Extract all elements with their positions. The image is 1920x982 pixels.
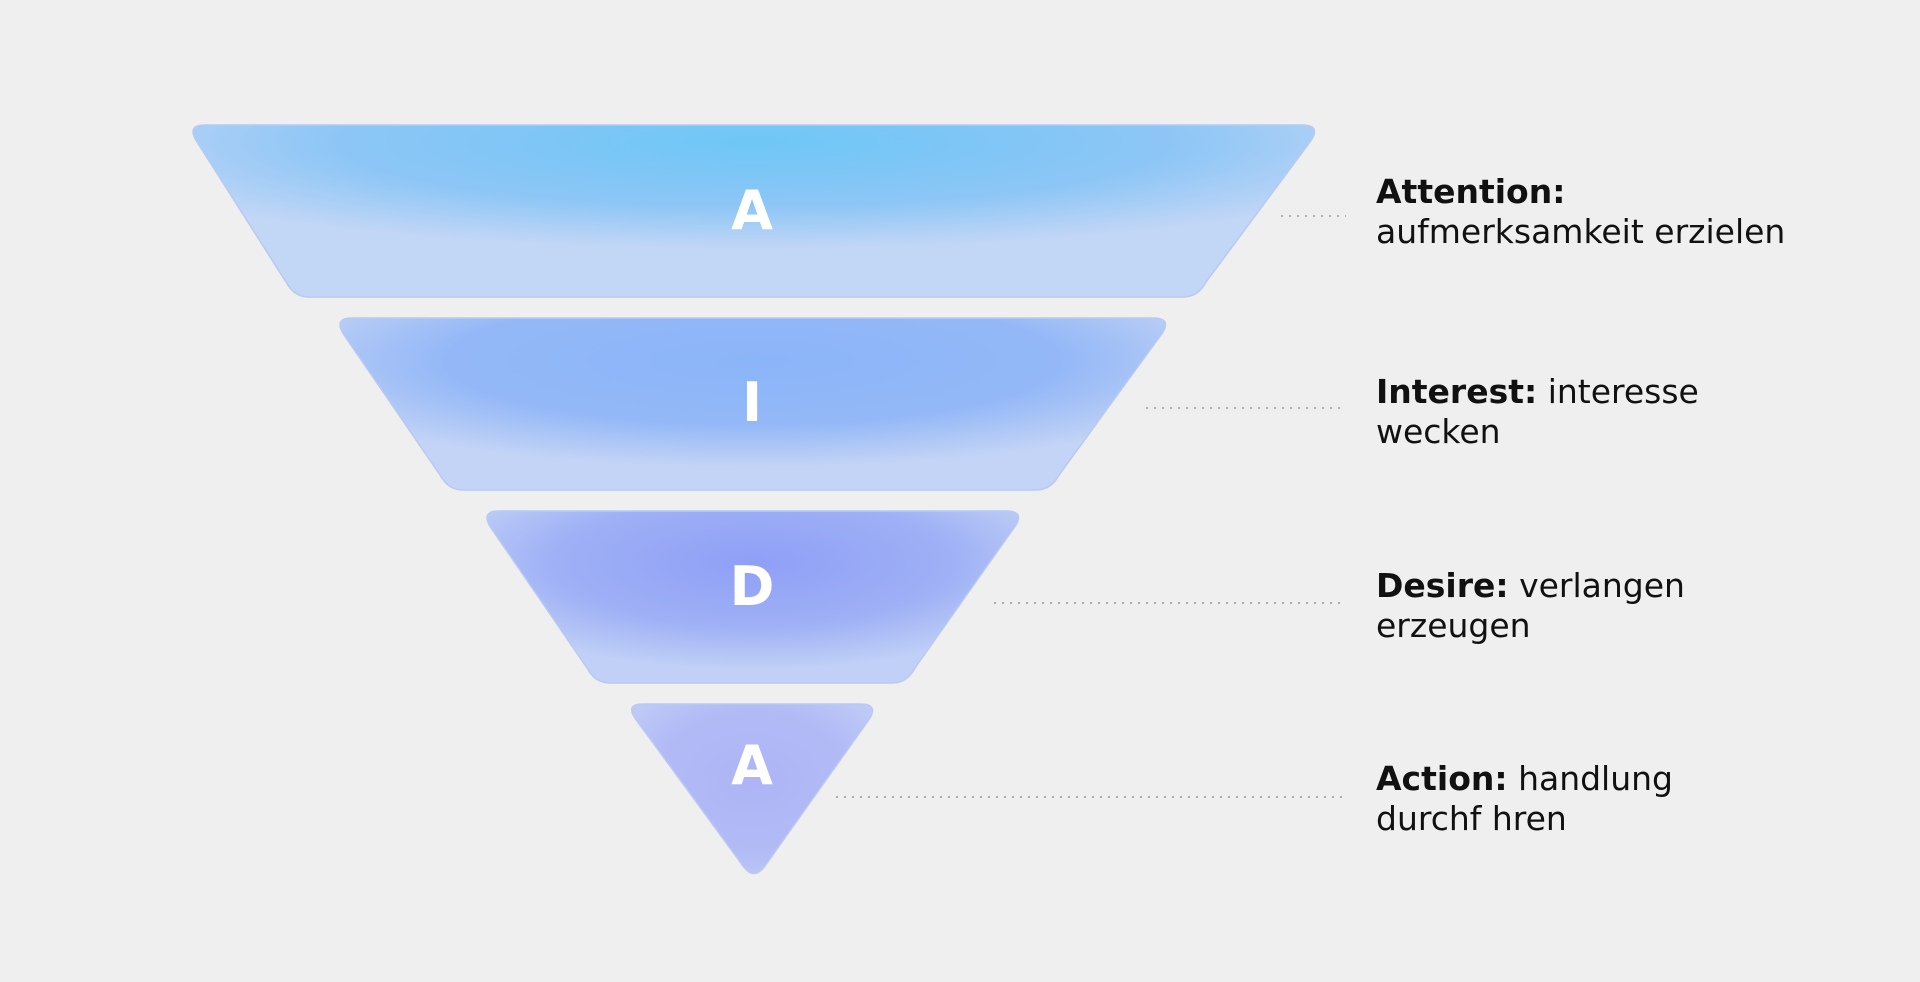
description-interest: interesse wecken: [1376, 372, 1699, 451]
funnel-stage-action: [631, 703, 874, 875]
stage-letter-action: A: [731, 734, 773, 797]
label-interest: Interest: interesse wecken: [1376, 372, 1706, 452]
funnel-stage-desire: [486, 510, 1020, 684]
term-action: Action:: [1376, 759, 1508, 798]
funnel-stage-interest: [339, 317, 1167, 491]
funnel-stage-attention: [192, 124, 1316, 298]
description-action: handlung durchf hren: [1376, 759, 1674, 838]
term-attention: Attention:: [1376, 172, 1566, 211]
stage-letter-attention: A: [731, 179, 773, 242]
term-desire: Desire:: [1376, 566, 1509, 605]
stage-letter-desire: D: [730, 555, 775, 618]
term-interest: Interest:: [1376, 372, 1538, 411]
description-attention: aufmerksamkeit erzielen: [1376, 212, 1786, 251]
label-action: Action: handlung durchf hren: [1376, 759, 1706, 839]
description-desire: verlangen erzeugen: [1376, 566, 1685, 645]
label-attention: Attention: aufmerksamkeit erzielen: [1376, 172, 1806, 252]
label-desire: Desire: verlangen erzeugen: [1376, 566, 1706, 646]
stage-letter-interest: I: [742, 371, 762, 434]
